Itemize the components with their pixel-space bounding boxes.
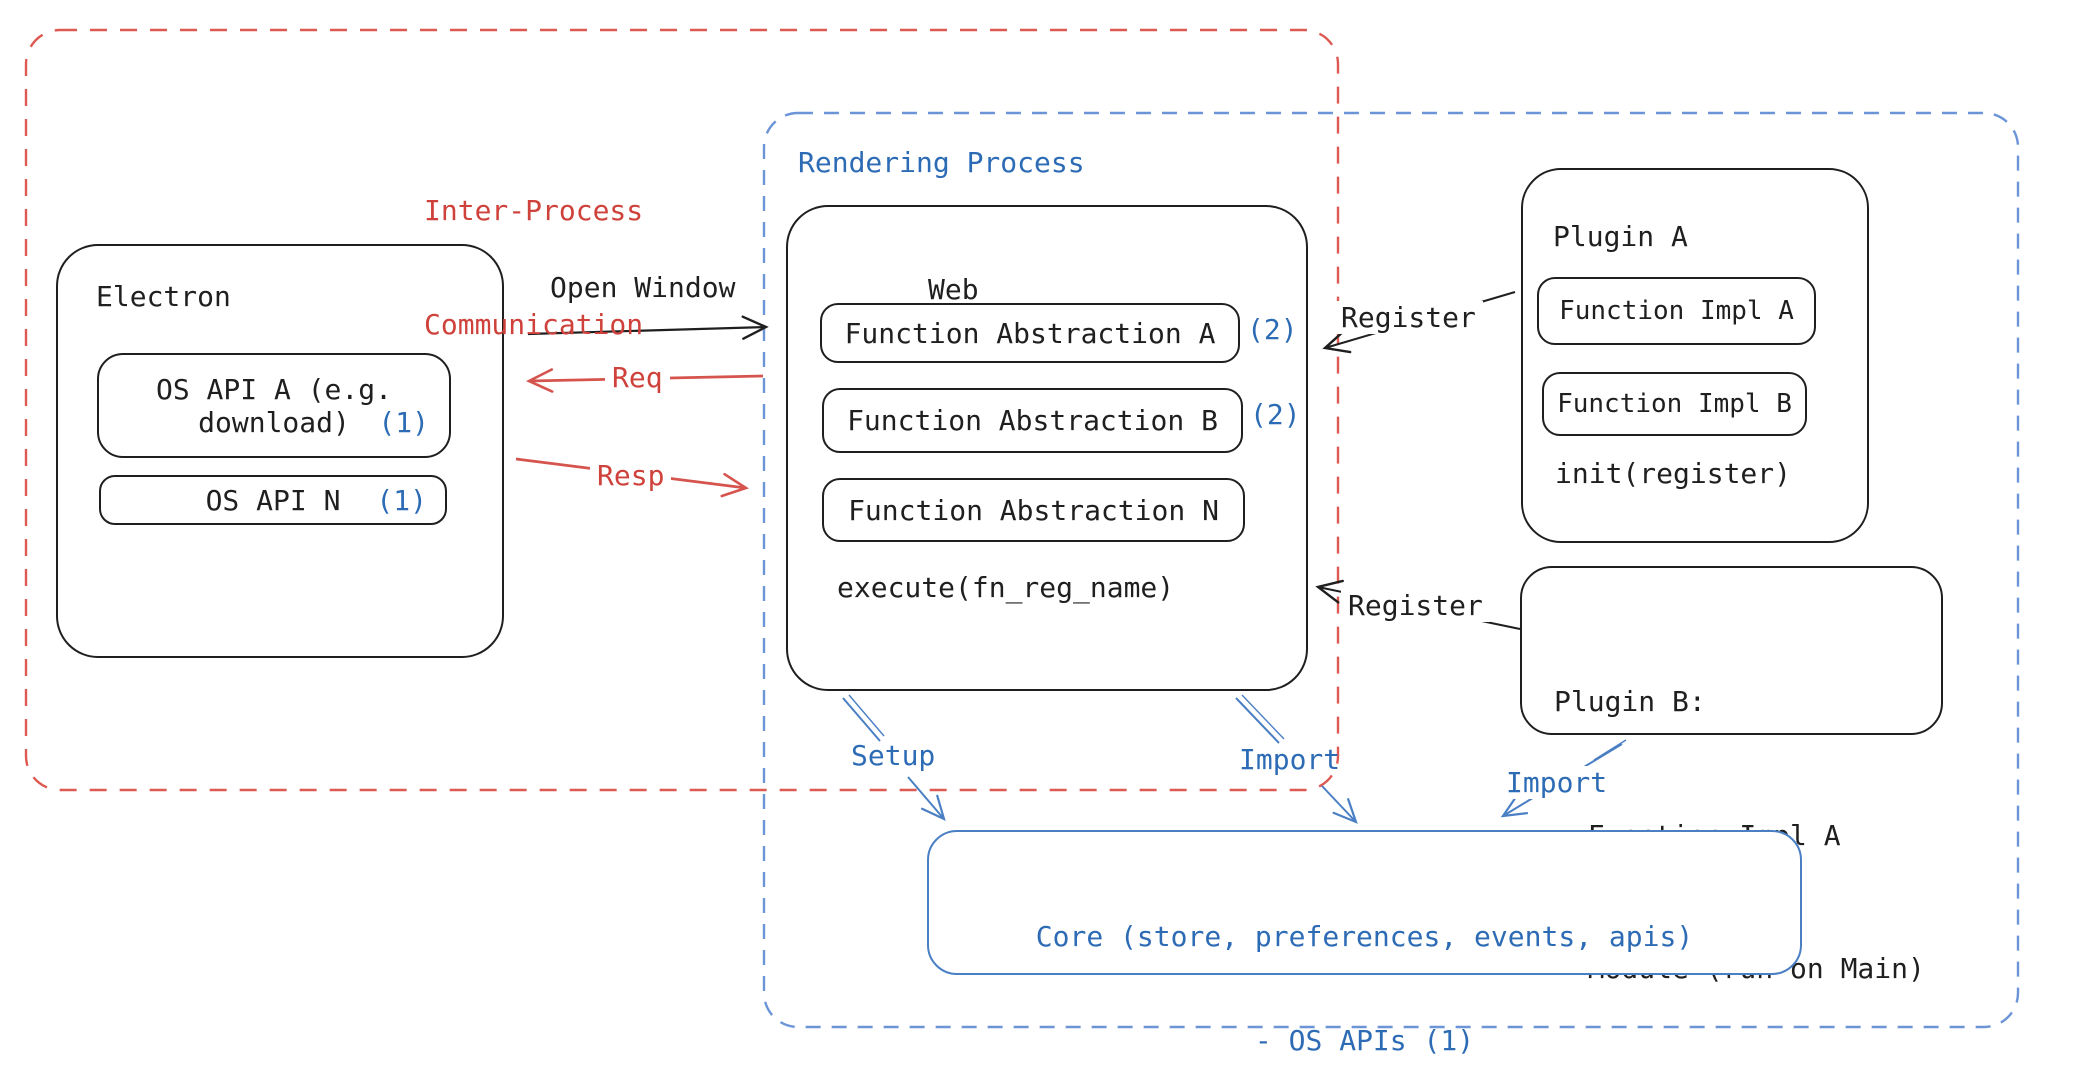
plugin-a-box: Plugin A init(register) <box>1521 168 1869 543</box>
os-api-a-box: OS API A (e.g. download) (1) <box>97 353 451 458</box>
open-window-label: Open Window <box>550 271 736 304</box>
electron-title: Electron <box>96 280 231 313</box>
req-label: Req <box>605 361 670 394</box>
fn-abstraction-b-box: Function Abstraction B <box>822 388 1243 453</box>
core-line-1: Core (store, preferences, events, apis) <box>1035 920 1694 953</box>
setup-stroke <box>842 697 881 742</box>
core-box: Core (store, preferences, events, apis) … <box>927 830 1802 1057</box>
os-api-a-line2: download) <box>198 405 350 439</box>
fn-abstraction-b-label: Function Abstraction B <box>847 404 1218 437</box>
register-a-label: Register <box>1334 301 1483 334</box>
web-execute-label: execute(fn_reg_name) <box>837 571 1175 604</box>
ipc-label-line2: Communication <box>424 308 644 341</box>
import-plugin-b-label: Import <box>1499 766 1615 799</box>
plugin-a-title: Plugin A <box>1553 220 1688 253</box>
fn-abstraction-a-badge: (2) <box>1247 313 1298 346</box>
core-line-2: - OS APIs (1) <box>1254 1023 1475 1057</box>
os-api-a-badge: (1) <box>378 405 429 439</box>
import-web-stroke <box>1235 697 1280 744</box>
os-api-a-line1: OS API A (e.g. <box>155 372 392 406</box>
plugin-b-box: Plugin B: - Function Impl A - Module (ru… <box>1520 566 1943 985</box>
fn-impl-a-label: Function Impl A <box>1559 296 1794 326</box>
rendering-process-label: Rendering Process <box>798 146 1085 179</box>
plugin-a-init: init(register) <box>1555 457 1792 490</box>
fn-impl-a-box: Function Impl A <box>1537 277 1816 345</box>
setup-stroke-2 <box>848 694 885 737</box>
web-title: Web <box>928 273 979 306</box>
fn-impl-b-label: Function Impl B <box>1557 389 1792 419</box>
resp-label: Resp <box>590 459 672 492</box>
setup-arrow <box>907 776 946 822</box>
ipc-label-line1: Inter-Process <box>424 194 644 227</box>
os-api-n-label: OS API N <box>205 483 341 517</box>
os-api-n-badge: (1) <box>376 483 427 517</box>
import-web-arrow <box>1321 785 1358 824</box>
import-web-label: Import <box>1239 743 1341 776</box>
register-b-label: Register <box>1341 589 1490 622</box>
fn-impl-b-box: Function Impl B <box>1542 372 1807 436</box>
fn-abstraction-b-badge: (2) <box>1250 398 1301 431</box>
os-api-n-box: OS API N (1) <box>99 475 447 525</box>
fn-abstraction-n-label: Function Abstraction N <box>848 493 1219 527</box>
import-web-stroke-2 <box>1241 694 1285 740</box>
fn-abstraction-a-box: Function Abstraction A <box>820 303 1240 363</box>
fn-abstraction-n-box: Function Abstraction N <box>822 478 1245 542</box>
setup-label: Setup <box>851 739 936 772</box>
plugin-b-title: Plugin B: <box>1554 685 1706 718</box>
fn-abstraction-a-label: Function Abstraction A <box>844 316 1216 350</box>
